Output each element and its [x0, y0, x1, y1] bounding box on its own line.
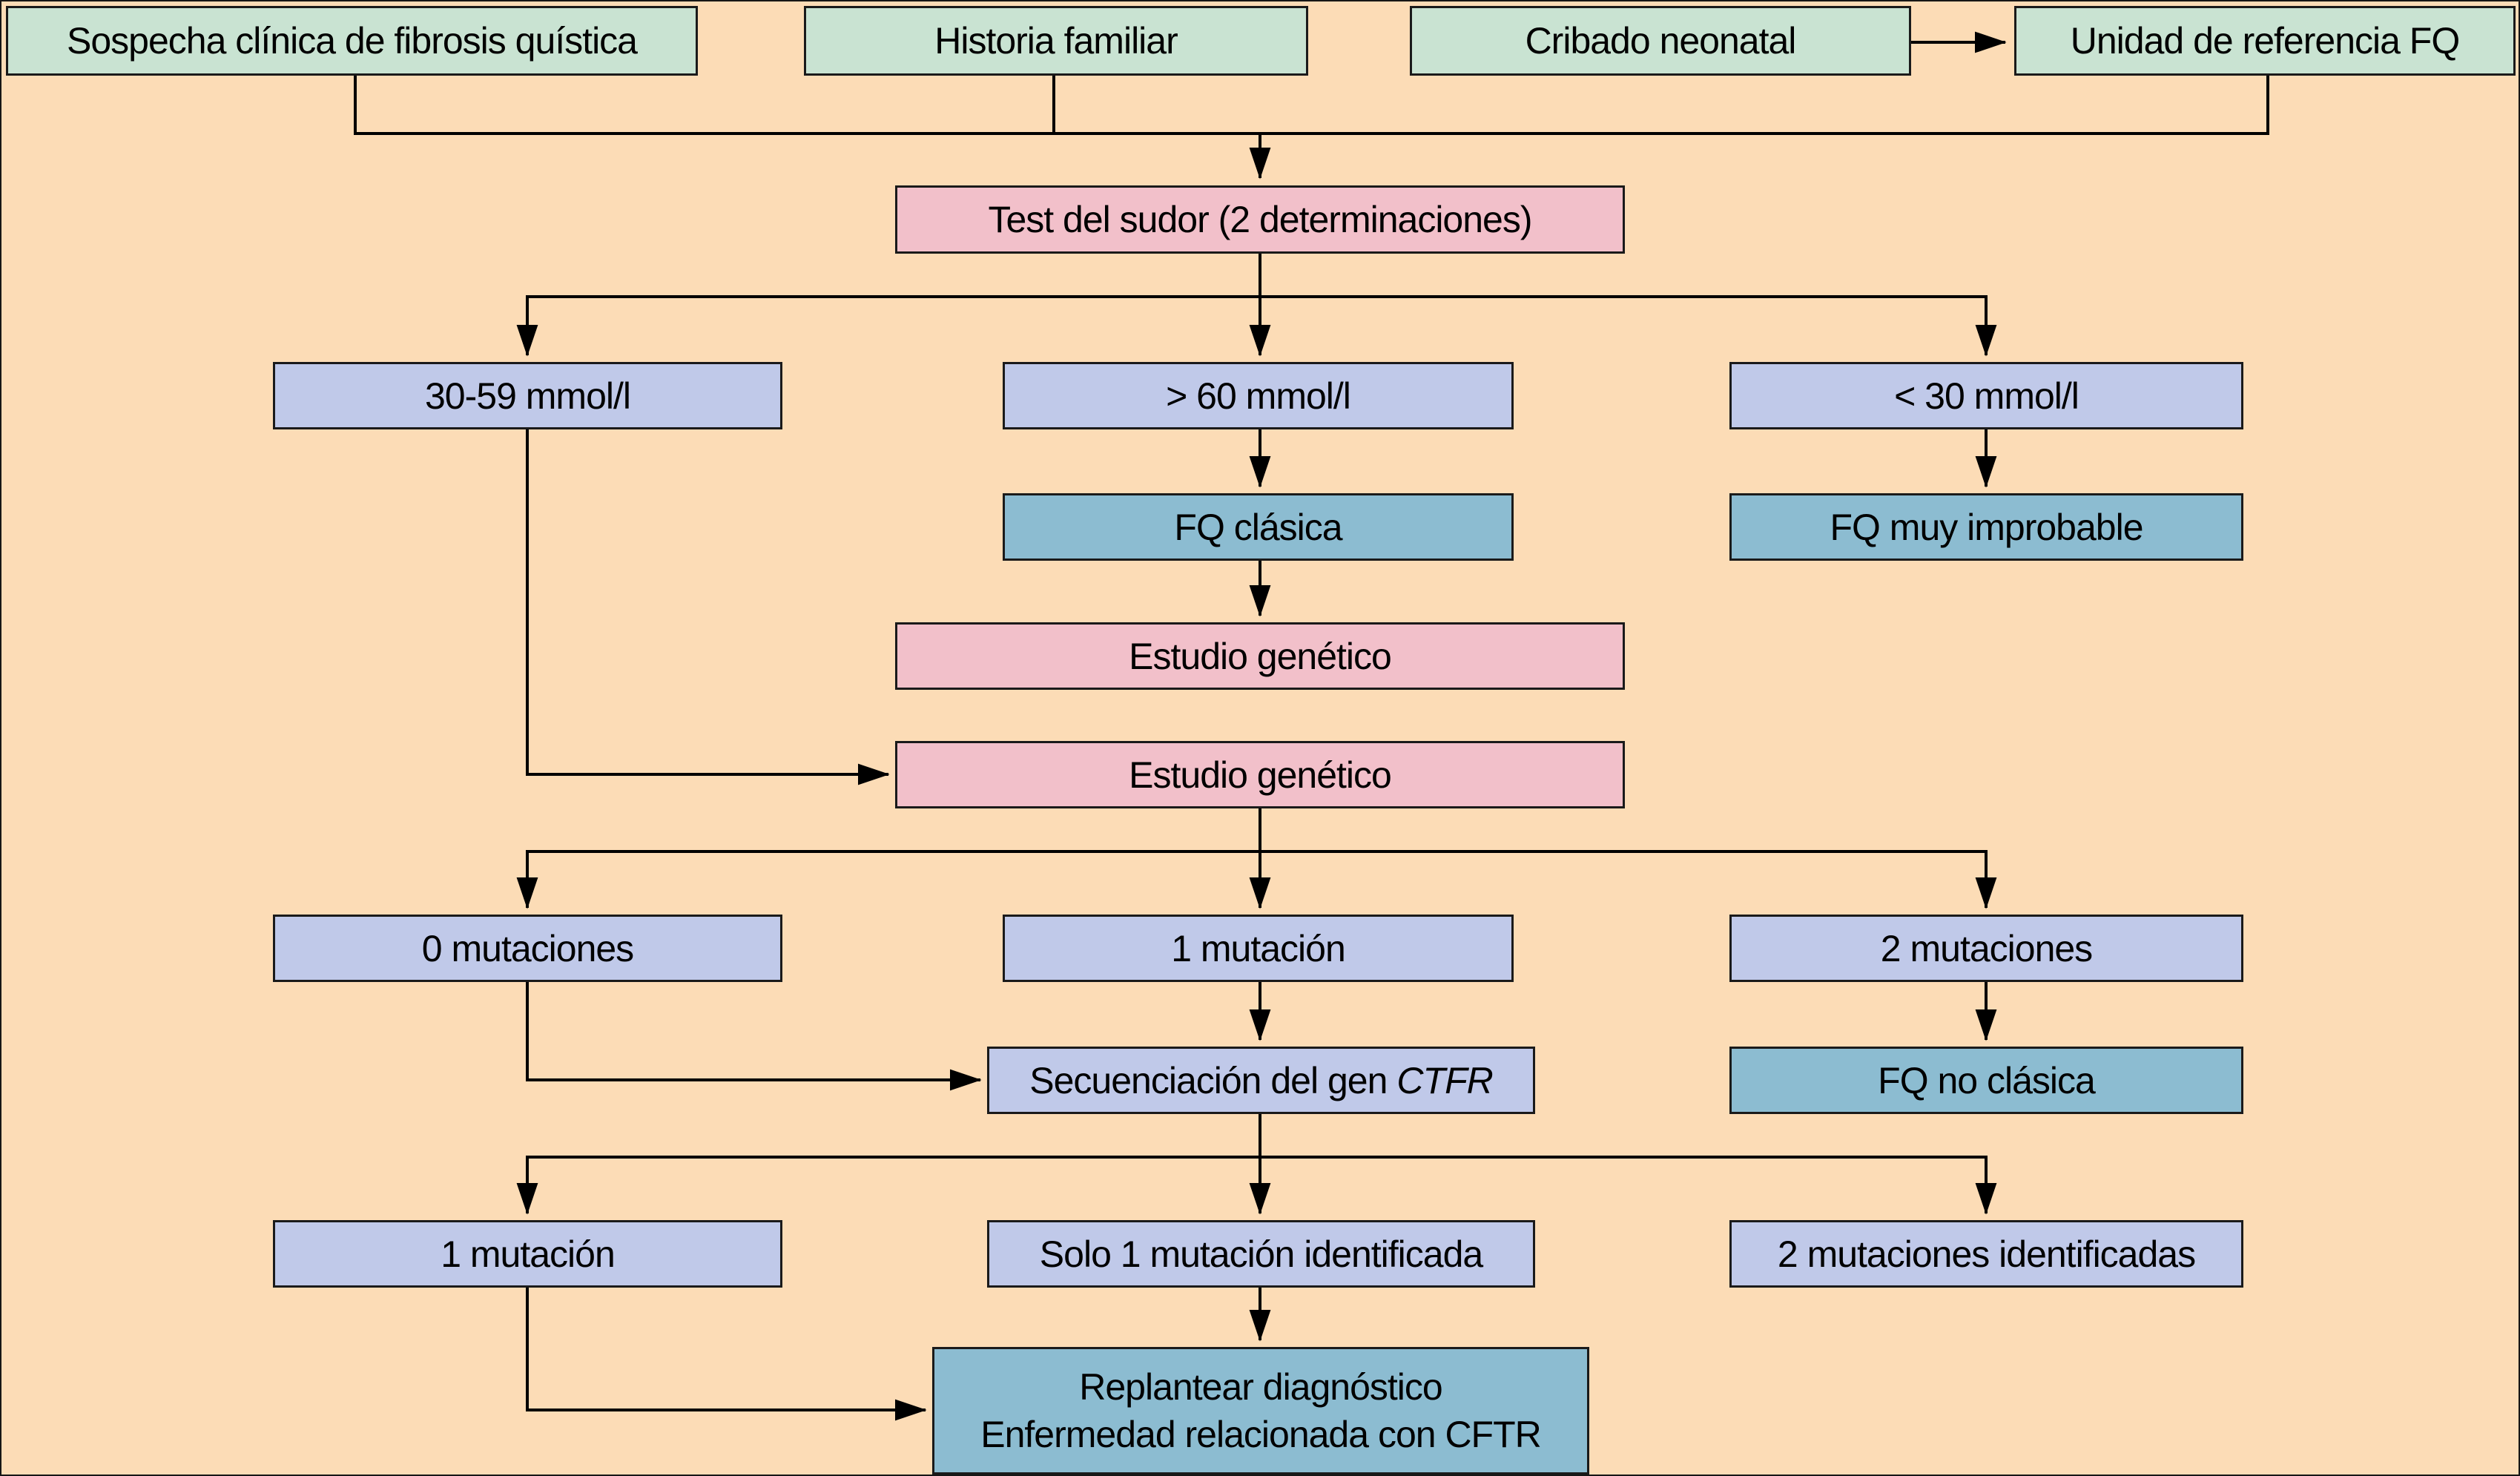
node-estudio-genetico-1: Estudio genético	[895, 622, 1625, 690]
arrow-30-59-to-estudio2	[526, 429, 890, 785]
node-estudio-genetico-2: Estudio genético	[895, 741, 1625, 808]
node-30-59-mmol: 30-59 mmol/l	[273, 362, 782, 429]
node-sospecha-clinica: Sospecha clínica de fibrosis quística	[6, 6, 698, 76]
node-test-del-sudor: Test del sudor (2 determinaciones)	[895, 185, 1625, 254]
arrow-0mut-to-secuenciacion	[526, 982, 982, 1091]
sweat-test-split-wires	[516, 254, 1997, 357]
top-merge-wires	[354, 31, 2269, 179]
node-historia-familiar: Historia familiar	[804, 6, 1308, 76]
node-fq-muy-improbable: FQ muy improbable	[1729, 493, 2243, 561]
node-unidad-referencia-fq: Unidad de referencia FQ	[2014, 6, 2516, 76]
replantear-line2: Enfermedad relacionada con CFTR	[980, 1414, 1541, 1455]
diagnosis-wires	[526, 429, 1997, 785]
node-1-mutacion: 1 mutación	[1003, 915, 1514, 982]
arrow-1mut-to-replantear	[526, 1288, 927, 1421]
gene-name-italic: CTFR	[1396, 1059, 1493, 1101]
node-menor-30-mmol: < 30 mmol/l	[1729, 362, 2243, 429]
node-mayor-60-mmol: > 60 mmol/l	[1003, 362, 1514, 429]
sequencing-split-wires	[516, 1114, 1997, 1421]
node-fq-clasica: FQ clásica	[1003, 493, 1514, 561]
node-solo-1-mutacion-identificada: Solo 1 mutación identificada	[987, 1220, 1535, 1288]
node-final-1-mutacion: 1 mutación	[273, 1220, 782, 1288]
node-replantear-diagnostico: Replantear diagnóstico Enfermedad relaci…	[932, 1347, 1589, 1475]
replantear-line1: Replantear diagnóstico	[1079, 1366, 1442, 1408]
node-2-mutaciones: 2 mutaciones	[1729, 915, 2243, 982]
node-0-mutaciones: 0 mutaciones	[273, 915, 782, 982]
node-fq-no-clasica: FQ no clásica	[1729, 1047, 2243, 1114]
node-2-mutaciones-identificadas: 2 mutaciones identificadas	[1729, 1220, 2243, 1288]
secuenciacion-text: Secuenciación del gen	[1029, 1059, 1388, 1101]
genetic-split-wires	[516, 808, 1997, 1091]
node-cribado-neonatal: Cribado neonatal	[1410, 6, 1911, 76]
